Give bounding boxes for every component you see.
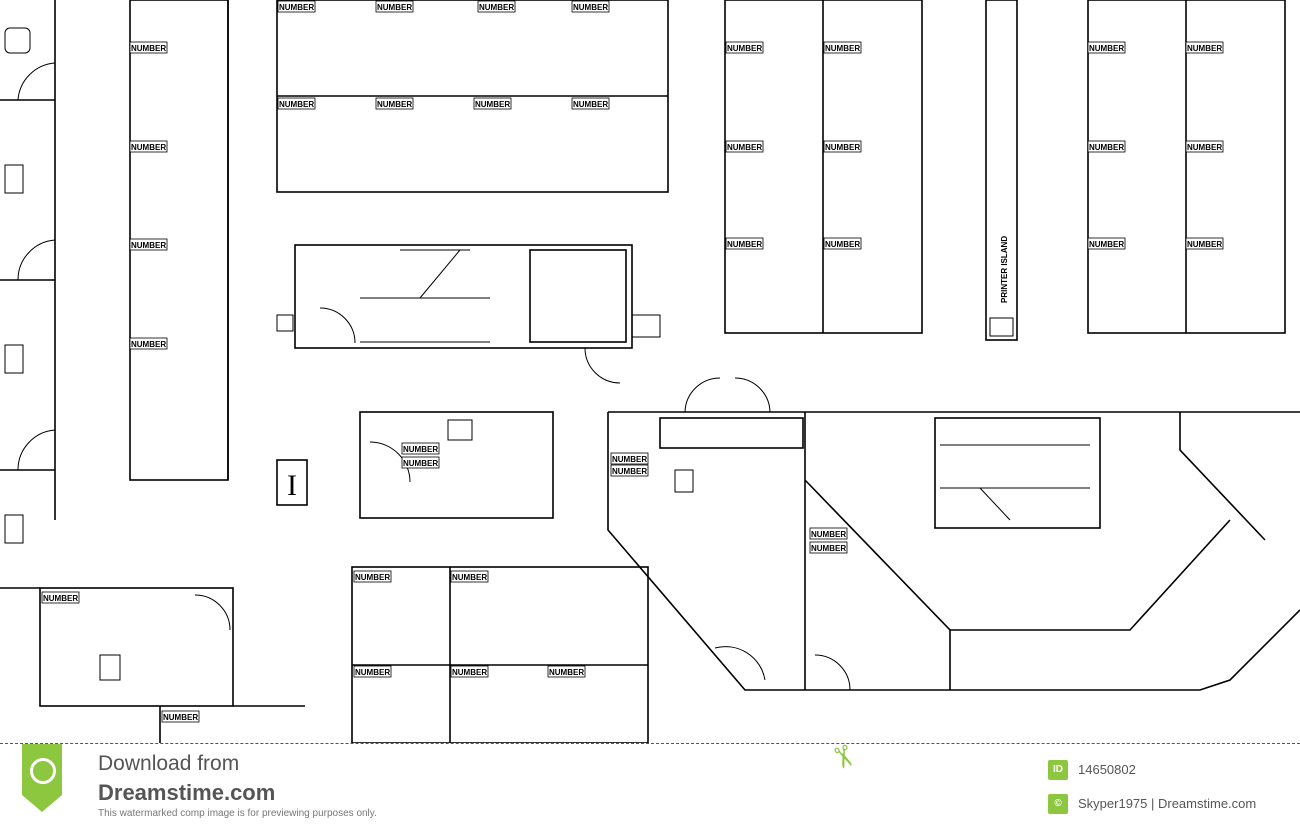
room-number-tag <box>129 41 168 54</box>
room-number-tag <box>610 452 649 465</box>
room-number-label: NUMBER <box>377 3 412 12</box>
room-number-label: NUMBER <box>811 544 846 553</box>
left-wall-rooms <box>0 0 56 544</box>
credit[interactable]: Skyper1975 | Dreamstime.com <box>1078 796 1257 811</box>
room-number-tag <box>1185 41 1224 54</box>
room-number-label: NUMBER <box>811 530 846 539</box>
room-number-label: NUMBER <box>612 455 647 464</box>
room-number-tag <box>823 41 862 54</box>
room-number-tag <box>1087 237 1126 250</box>
room-number-tag <box>1185 237 1224 250</box>
room-number-tag <box>823 140 862 153</box>
room-number-tag <box>375 0 414 13</box>
room-number-tag <box>401 442 440 455</box>
room-number-label: NUMBER <box>355 668 390 677</box>
room-number-label: NUMBER <box>549 668 584 677</box>
room-number-label: NUMBER <box>279 3 314 12</box>
elevator-symbol-text: I <box>287 469 297 502</box>
room-number-tag <box>571 97 610 110</box>
room-number-label: NUMBER <box>163 713 198 722</box>
room-number-tag <box>725 140 764 153</box>
room-number-tag <box>809 527 848 540</box>
room-number-tag <box>277 0 316 13</box>
room-number-label: NUMBER <box>727 240 762 249</box>
room-number-label: NUMBER <box>1089 143 1124 152</box>
scissors-icon: ✂ <box>822 740 863 775</box>
room-number-label: NUMBER <box>1089 240 1124 249</box>
room-number-tag <box>823 237 862 250</box>
room-number-label: NUMBER <box>131 241 166 250</box>
lower-cubicle-block <box>351 566 649 743</box>
room-number-label: NUMBER <box>1187 44 1222 53</box>
download-line2[interactable]: Dreamstime.com <box>98 780 276 805</box>
room-number-label: NUMBER <box>475 100 510 109</box>
room-number-label: NUMBER <box>573 100 608 109</box>
room-number-tag <box>1087 41 1126 54</box>
image-id: 14650802 <box>1078 762 1136 777</box>
room-number-tag <box>129 140 168 153</box>
printer-island: PRINTER ISLAND <box>985 0 1018 341</box>
room-number-label: NUMBER <box>131 44 166 53</box>
room-number-tag <box>725 41 764 54</box>
room-number-label: NUMBER <box>825 143 860 152</box>
room-number-labels: NUMBER NUMBER NUMBER NUMBER NUMBER NUMBER NUMB… <box>41 0 1224 723</box>
right-cubicle-block-b <box>1087 0 1286 334</box>
elevator-symbol: I <box>276 459 308 506</box>
room-number-tag <box>1087 140 1126 153</box>
room-number-label: NUMBER <box>279 100 314 109</box>
room-number-tag <box>401 456 440 469</box>
room-number-tag <box>129 238 168 251</box>
stair-core <box>276 244 661 384</box>
room-number-tag <box>277 97 316 110</box>
download-line1: Download from <box>98 752 240 775</box>
room-number-tag <box>41 591 80 604</box>
room-number-tag <box>610 464 649 477</box>
room-number-label: NUMBER <box>612 467 647 476</box>
room-number-label: NUMBER <box>727 44 762 53</box>
room-number-tag <box>450 570 489 583</box>
watermark-footer: Download from Dreamstime.com This waterm… <box>0 740 1300 833</box>
room-number-label: NUMBER <box>131 340 166 349</box>
room-number-tag <box>571 0 610 13</box>
id-badge-icon: ID <box>1048 760 1068 780</box>
room-number-label: NUMBER <box>43 594 78 603</box>
room-number-label: NUMBER <box>131 143 166 152</box>
lower-right-suite <box>607 377 1300 691</box>
room-number-label: NUMBER <box>479 3 514 12</box>
room-number-label: NUMBER <box>403 459 438 468</box>
room-number-label: NUMBER <box>1187 143 1222 152</box>
room-number-label: NUMBER <box>727 143 762 152</box>
room-number-tag <box>547 665 586 678</box>
copyright-icon: © <box>1048 794 1068 814</box>
disclaimer: This watermarked comp image is for previ… <box>98 808 377 819</box>
room-number-tag <box>477 0 516 13</box>
room-number-tag <box>375 97 414 110</box>
room-number-tag <box>809 541 848 554</box>
room-number-tag <box>129 337 168 350</box>
dreamstime-logo-icon <box>22 744 62 812</box>
center-room <box>359 411 554 519</box>
room-number-tag <box>473 97 512 110</box>
room-number-label: NUMBER <box>1187 240 1222 249</box>
room-number-tag <box>725 237 764 250</box>
room-number-tag <box>450 665 489 678</box>
lower-left-rooms <box>0 587 305 743</box>
room-number-label: NUMBER <box>403 445 438 454</box>
room-number-label: NUMBER <box>1089 44 1124 53</box>
top-cubicle-block <box>276 0 669 193</box>
room-number-label: NUMBER <box>825 240 860 249</box>
printer-island-label: PRINTER ISLAND <box>1000 236 1009 303</box>
room-number-label: NUMBER <box>355 573 390 582</box>
room-number-tag <box>353 570 392 583</box>
room-number-tag <box>1185 140 1224 153</box>
room-number-label: NUMBER <box>452 573 487 582</box>
room-number-tag <box>353 665 392 678</box>
room-number-label: NUMBER <box>452 668 487 677</box>
room-number-label: NUMBER <box>573 3 608 12</box>
room-number-tag <box>161 710 200 723</box>
room-number-label: NUMBER <box>377 100 412 109</box>
room-number-label: NUMBER <box>825 44 860 53</box>
right-cubicle-block-a <box>724 0 923 334</box>
